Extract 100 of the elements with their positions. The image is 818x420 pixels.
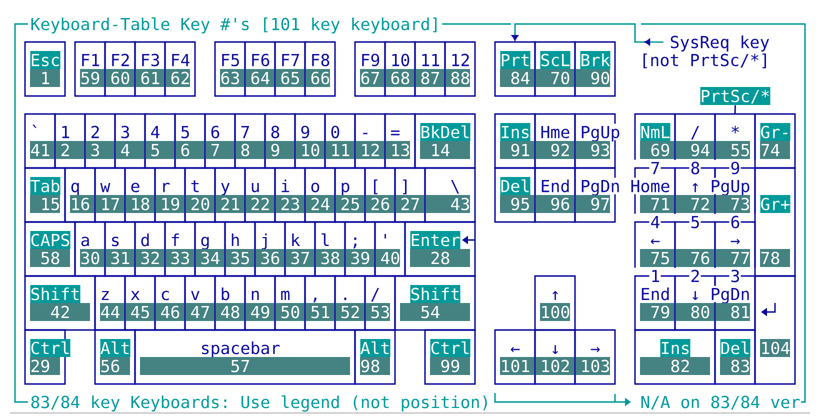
key-digit: 3 — [731, 270, 739, 282]
key-number: 60 — [106, 69, 134, 87]
key — [414, 41, 446, 97]
key — [274, 275, 306, 331]
key-number: 45 — [126, 303, 154, 321]
key-legend: Shift — [30, 285, 80, 303]
key-number: 46 — [156, 303, 184, 321]
key — [74, 221, 106, 277]
key — [304, 41, 336, 97]
key-number: 74 — [760, 141, 790, 159]
key-number: 104 — [760, 339, 790, 357]
key — [394, 167, 426, 223]
key-number: 39 — [346, 249, 374, 267]
key-legend: i — [282, 179, 290, 192]
key-number: 51 — [306, 303, 334, 321]
key — [24, 221, 76, 277]
key-legend: x — [130, 290, 140, 300]
key — [244, 41, 276, 97]
key-number: 70 — [536, 69, 574, 87]
key-number: 4 — [116, 141, 144, 159]
key-number: 27 — [396, 195, 424, 213]
key-legend: ↑ — [692, 183, 698, 192]
key-legend: PgDn — [712, 288, 749, 304]
key-legend: - — [363, 132, 368, 134]
key — [634, 216, 676, 268]
key-legend: F9 — [362, 54, 380, 66]
key-legend: u — [252, 183, 259, 192]
key-number: 79 — [640, 303, 674, 321]
key-number: 34 — [196, 249, 224, 267]
key-number: 38 — [316, 249, 344, 267]
key-number: 67 — [360, 69, 384, 87]
key-number: 37 — [286, 249, 314, 267]
key-legend: n — [252, 290, 259, 300]
key-legend: ← — [510, 346, 520, 352]
key — [24, 275, 96, 331]
key — [634, 270, 676, 331]
key-legend: b — [222, 287, 230, 300]
key-number: 56 — [100, 357, 130, 375]
key-digit: 2 — [692, 270, 699, 282]
key-legend: Ins — [500, 123, 530, 141]
key-number: 33 — [166, 249, 194, 267]
key — [384, 113, 416, 169]
key-number: 32 — [136, 249, 164, 267]
key — [344, 221, 376, 277]
key-number: 1 — [30, 69, 60, 87]
key — [354, 329, 396, 385]
key — [244, 167, 276, 223]
key-legend: 3 — [121, 126, 130, 138]
key — [154, 167, 186, 223]
key-number: 66 — [306, 69, 330, 87]
key-legend: k — [292, 233, 300, 246]
key-legend: o — [311, 182, 320, 192]
key-digit: 8 — [691, 162, 700, 174]
key-legend: spacebar — [202, 341, 280, 358]
key-number: 42 — [30, 303, 90, 321]
key — [164, 221, 196, 277]
key — [24, 329, 70, 385]
key-digit: 7 — [651, 162, 659, 174]
key-legend: Prt — [500, 51, 530, 69]
key — [84, 113, 116, 169]
key-number: 95 — [500, 195, 534, 213]
key-number: 25 — [336, 195, 364, 213]
key — [714, 329, 756, 385]
key-legend: Tab — [30, 177, 60, 195]
key-number: 73 — [716, 195, 750, 213]
key-number: 17 — [96, 195, 124, 213]
key — [134, 41, 166, 97]
key — [574, 329, 616, 385]
key-legend: 9 — [301, 126, 310, 138]
key-number: 91 — [500, 141, 534, 159]
key — [712, 270, 756, 331]
key — [494, 329, 536, 385]
key — [634, 113, 676, 160]
key — [384, 41, 416, 97]
key-number: 97 — [576, 195, 610, 213]
key — [424, 167, 476, 223]
key-number: 62 — [166, 69, 190, 87]
key-legend: 2 — [92, 126, 99, 138]
key-legend: l — [322, 233, 329, 246]
key-legend: 0 — [331, 126, 340, 138]
key — [24, 167, 66, 223]
key — [94, 275, 126, 331]
key-legend: c — [162, 290, 169, 300]
key — [534, 167, 576, 223]
key-number: 30 — [80, 249, 104, 267]
key-number: 81 — [716, 303, 750, 321]
key-legend: Esc — [30, 51, 60, 69]
key — [754, 113, 796, 169]
key-number: 3 — [86, 141, 114, 159]
key — [324, 113, 356, 169]
key-legend: e — [131, 182, 140, 192]
key-legend: t — [191, 180, 199, 192]
key — [174, 113, 206, 169]
key-number: 49 — [246, 303, 274, 321]
key-number: 22 — [246, 195, 274, 213]
note-text: 83/84 key Keyboards: Use legend (not position) — [31, 395, 487, 412]
key — [54, 113, 86, 169]
key-legend: r — [163, 182, 170, 192]
key — [364, 275, 396, 331]
key-number: 101 — [500, 357, 534, 375]
